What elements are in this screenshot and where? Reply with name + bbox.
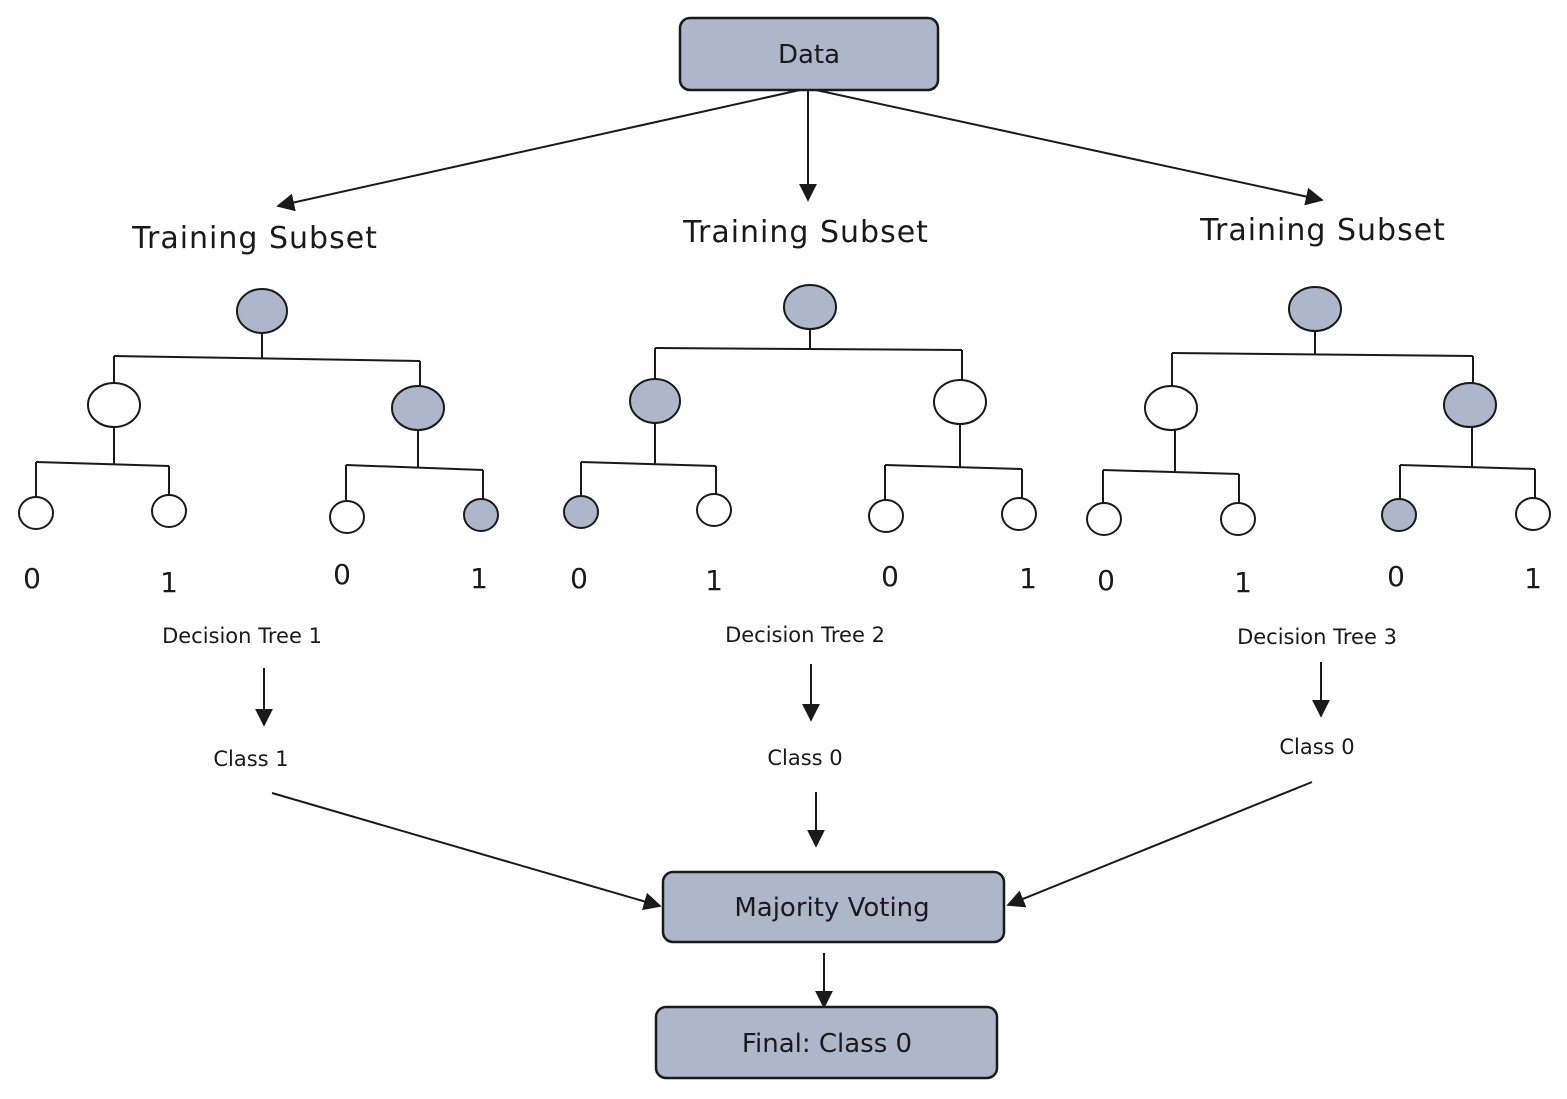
tree-node-right xyxy=(1443,382,1497,428)
final-class-label: Final: Class 0 xyxy=(742,1029,912,1059)
arrow-class-3-to-voting xyxy=(1006,781,1313,908)
arrow-class-1-to-voting xyxy=(271,792,662,911)
training-subset-label: Training Subset xyxy=(1199,213,1446,248)
tree-2: Training Subset 0 1 0 1 Decision Tree 2 … xyxy=(563,215,1037,770)
leaf-label: 1 xyxy=(470,562,488,595)
class-label: Class 0 xyxy=(767,746,842,770)
leaf-label: 1 xyxy=(705,564,723,597)
tree-1: Training Subset 0 1 0 1 Decision Tree 1 … xyxy=(18,221,499,771)
leaf-label: 1 xyxy=(1524,562,1542,595)
tree-leaf xyxy=(1086,502,1122,536)
tree-leaf xyxy=(1515,497,1551,531)
tree-leaf xyxy=(696,493,732,527)
decision-tree-label: Decision Tree 3 xyxy=(1237,625,1397,649)
tree-leaf xyxy=(463,498,499,532)
arrow-data-to-subset-3 xyxy=(815,89,1324,206)
final-box: Final: Class 0 xyxy=(654,1005,999,1080)
tree-node-left xyxy=(1144,385,1198,431)
tree-leaf xyxy=(1001,497,1037,531)
data-box-label: Data xyxy=(778,40,840,70)
training-subset-label: Training Subset xyxy=(131,221,378,256)
tree-leaf xyxy=(563,495,599,529)
tree-leaf xyxy=(329,500,365,534)
leaf-label: 1 xyxy=(160,566,178,599)
tree-node-root xyxy=(1288,286,1342,332)
leaf-label: 1 xyxy=(1019,562,1037,595)
tree-leaf xyxy=(18,496,54,530)
tree-node-left xyxy=(629,378,681,424)
class-label: Class 0 xyxy=(1279,735,1354,759)
leaf-label: 0 xyxy=(1387,560,1405,593)
decision-tree-label: Decision Tree 2 xyxy=(725,623,885,647)
decision-tree-label: Decision Tree 1 xyxy=(162,624,322,648)
majority-voting-box: Majority Voting xyxy=(661,870,1006,944)
tree-3: Training Subset 0 1 0 1 Decision Tree 3 … xyxy=(1086,213,1551,759)
leaf-label: 0 xyxy=(570,562,588,595)
leaf-label: 0 xyxy=(881,560,899,593)
leaf-label: 1 xyxy=(1234,566,1252,599)
tree-node-right xyxy=(391,385,445,431)
tree-node-root xyxy=(783,284,837,330)
class-label: Class 1 xyxy=(213,747,288,771)
tree-node-left xyxy=(87,382,141,428)
tree-leaf xyxy=(1381,498,1417,532)
training-subset-label: Training Subset xyxy=(682,215,929,250)
tree-node-root xyxy=(236,288,288,334)
leaf-label: 0 xyxy=(1097,564,1115,597)
tree-leaf xyxy=(1220,502,1256,536)
tree-node-right xyxy=(933,379,987,425)
majority-voting-label: Majority Voting xyxy=(734,893,929,923)
tree-leaf xyxy=(868,499,904,533)
tree-leaf xyxy=(151,494,187,528)
arrow-data-to-subset-1 xyxy=(276,89,801,212)
leaf-label: 0 xyxy=(23,562,41,595)
data-box: Data xyxy=(678,16,940,92)
leaf-label: 0 xyxy=(333,558,351,591)
